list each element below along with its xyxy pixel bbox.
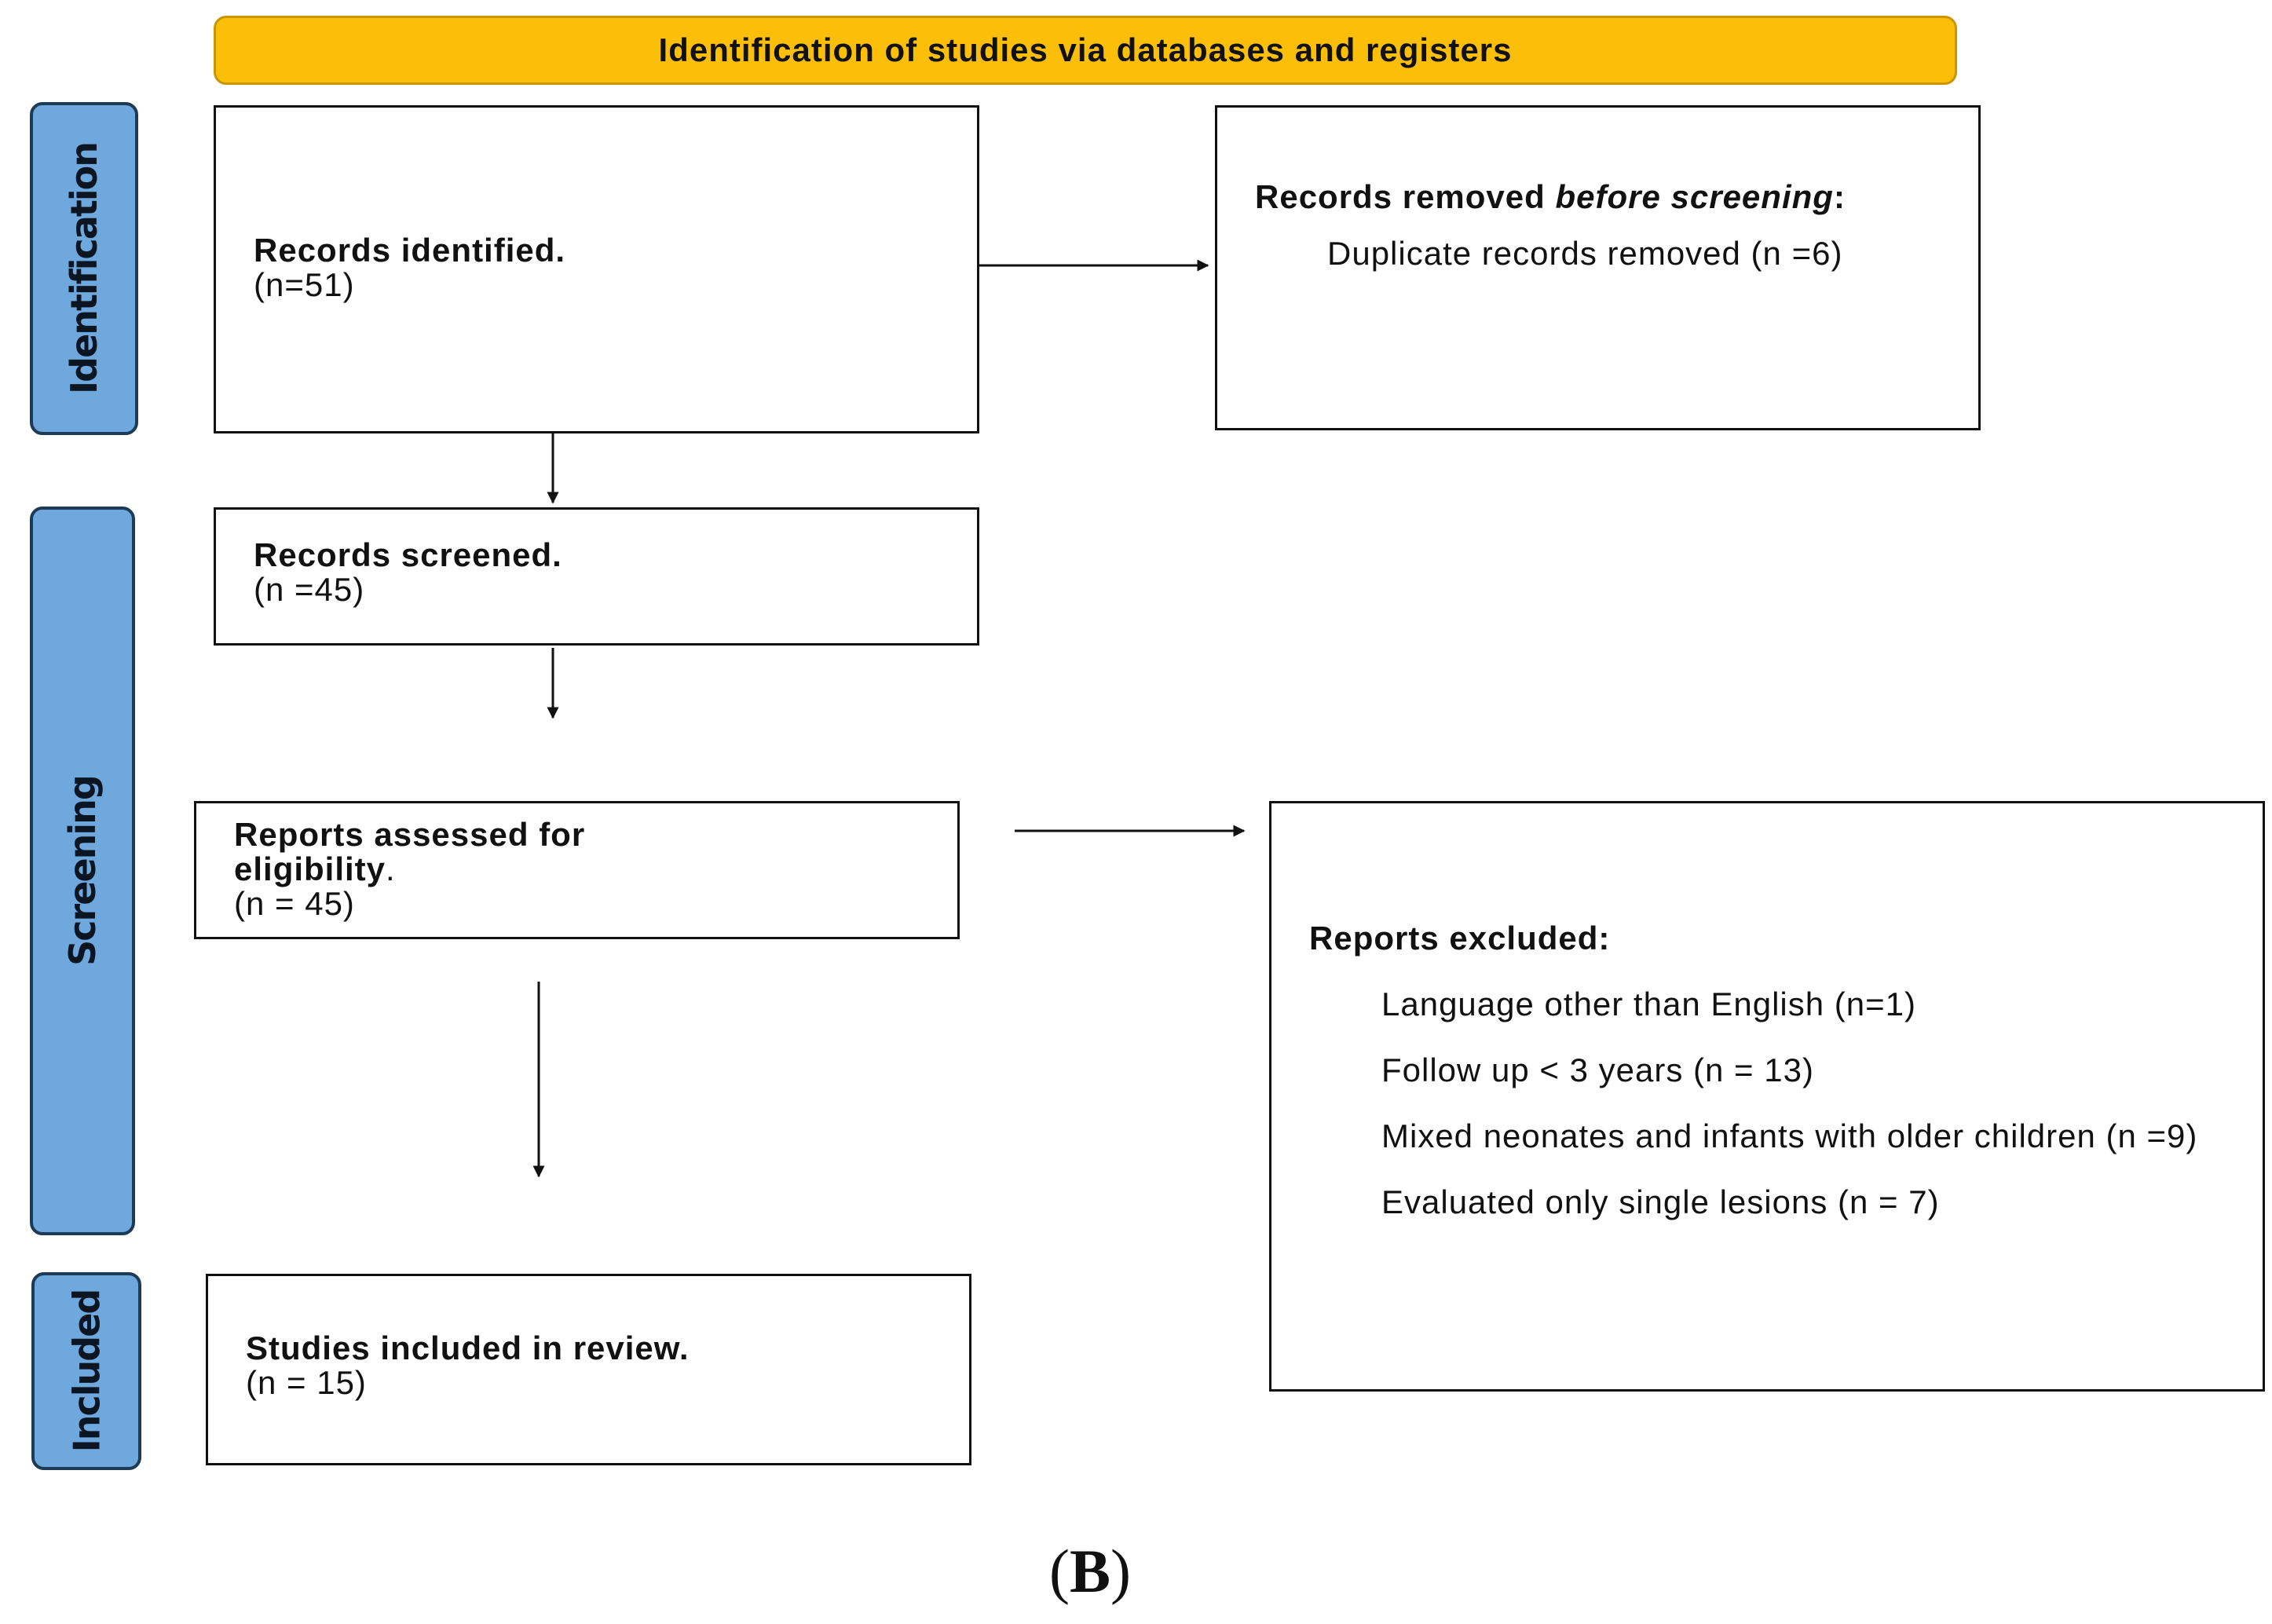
records-screened-box: Records screened. (n =45) xyxy=(214,507,979,646)
records-identified-box: Records identified. (n=51) xyxy=(214,105,979,433)
records-identified-title: Records identified. xyxy=(254,232,566,269)
phase-tab-screening: Screening xyxy=(30,507,135,1235)
records-identified-count: (n=51) xyxy=(254,266,355,303)
reports-assessed-title-text: Reports assessed for eligibility xyxy=(234,816,586,887)
studies-included-count: (n = 15) xyxy=(246,1364,367,1401)
figure-label-close: ) xyxy=(1110,1537,1131,1605)
records-removed-title: Records removed before screening: xyxy=(1255,180,1946,214)
exclusion-item-language: Language other than English (n=1) xyxy=(1381,986,1916,1022)
reports-assessed-title-suffix: . xyxy=(386,850,396,887)
records-removed-title-suffix: : xyxy=(1833,178,1846,215)
records-screened-count: (n =45) xyxy=(254,571,365,608)
duplicate-records-item: Duplicate records removed (n =6) xyxy=(1327,235,1843,272)
studies-included-box: Studies included in review. (n = 15) xyxy=(206,1274,971,1465)
records-removed-title-prefix: Records removed xyxy=(1255,178,1556,215)
phase-tab-included: Included xyxy=(31,1272,141,1470)
reports-assessed-count: (n = 45) xyxy=(234,885,355,922)
exclusion-item-follow-up: Follow up < 3 years (n = 13) xyxy=(1381,1052,1814,1088)
records-removed-title-italic: before screening xyxy=(1555,178,1834,215)
figure-label-letter: B xyxy=(1069,1537,1111,1605)
figure-label-open: ( xyxy=(1049,1537,1070,1605)
figure-label: (B) xyxy=(1049,1536,1131,1607)
reports-excluded-box: Reports excluded: Language other than En… xyxy=(1269,801,2265,1392)
exclusion-item-mixed-ages: Mixed neonates and infants with older ch… xyxy=(1381,1117,2198,1154)
studies-included-title: Studies included in review. xyxy=(246,1330,690,1366)
phase-tab-identification: Identification xyxy=(30,102,138,435)
header-title: Identification of studies via databases … xyxy=(658,31,1513,68)
reports-assessed-title: Reports assessed for eligibility. xyxy=(234,817,737,887)
header-banner: Identification of studies via databases … xyxy=(214,16,1957,85)
reports-assessed-box: Reports assessed for eligibility. (n = 4… xyxy=(194,801,960,939)
exclusion-item-single-lesions: Evaluated only single lesions (n = 7) xyxy=(1381,1183,1940,1220)
records-removed-box: Records removed before screening: Duplic… xyxy=(1215,105,1981,430)
reports-excluded-title: Reports excluded: xyxy=(1309,920,1611,956)
records-screened-title: Records screened. xyxy=(254,536,562,573)
